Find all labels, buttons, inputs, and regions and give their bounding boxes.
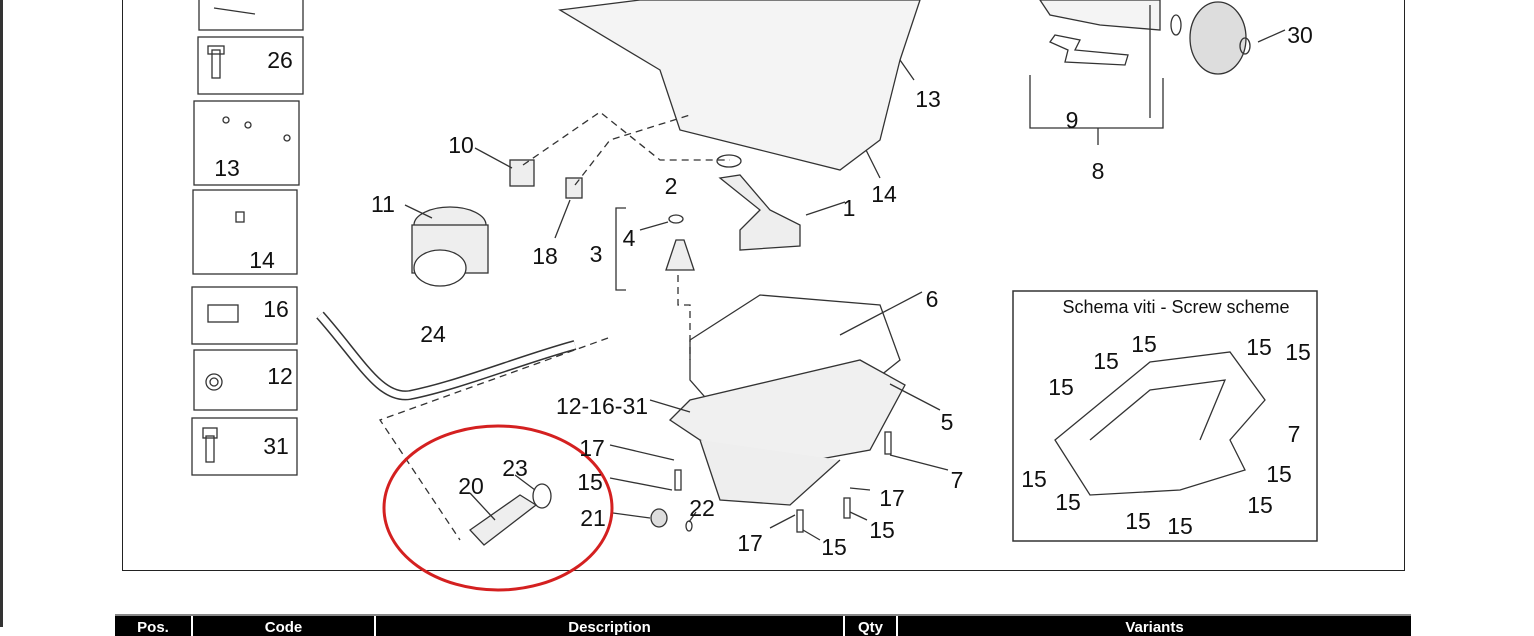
col-variants: Variants [1125,619,1184,636]
callout-30: 30 [1287,22,1313,48]
callout-17: 17 [737,530,763,556]
col-pos: Pos. [115,616,193,636]
callout-17: 17 [579,435,605,461]
col-code: Code [193,616,376,636]
callout-14: 14 [249,247,275,273]
callout-14: 14 [871,181,897,207]
highlight-circle [382,424,614,592]
callout-31: 31 [263,433,289,459]
callout-15: 15 [869,517,895,543]
scheme-callout-15: 15 [1266,461,1292,487]
screw-scheme-labels: 15 15 15 15 15 7 15 15 15 15 15 15 [1021,331,1311,539]
scheme-callout-15: 15 [1131,331,1157,357]
callout-6: 6 [926,286,939,312]
callout-15: 15 [577,469,603,495]
screw-scheme-title: Schema viti - Screw scheme [1062,297,1289,317]
callout-8: 8 [1092,158,1105,184]
scheme-callout-15: 15 [1093,348,1119,374]
callout-20: 20 [458,473,484,499]
callout-24: 24 [420,321,446,347]
scheme-callout-15: 15 [1048,374,1074,400]
scheme-callout-15: 15 [1167,513,1193,539]
callout-11: 11 [371,191,395,217]
diagram-artwork [191,0,1318,546]
callout-7: 7 [951,467,964,493]
diagram-frame [122,0,1405,571]
callout-16: 16 [263,296,289,322]
scheme-callout-15: 15 [1125,508,1151,534]
scheme-callout-15: 15 [1055,489,1081,515]
col-qty: Qty [845,616,898,636]
callout-18: 18 [532,243,558,269]
callout-10: 10 [448,132,474,158]
callout-9: 9 [1066,107,1079,133]
scheme-callout-15: 15 [1246,334,1272,360]
callout-5: 5 [941,409,954,435]
scheme-callout-15: 15 [1285,339,1311,365]
callout-3: 3 [590,241,603,267]
callout-1: 1 [843,195,856,221]
scheme-callout-15: 15 [1247,492,1273,518]
callout-13: 13 [214,155,240,181]
scheme-callout-7: 7 [1288,421,1301,447]
callout-22: 22 [689,495,715,521]
callout-12-16-31: 12-16-31 [556,393,648,419]
callout-21: 21 [580,505,606,531]
col-description: Description [376,616,845,636]
callout-15: 15 [821,534,847,560]
callout-23: 23 [502,455,528,481]
callout-13: 13 [915,86,941,112]
parts-table-header: Pos. Code Description Qty Variants [115,614,1411,636]
callout-2: 2 [665,173,678,199]
scheme-callout-15: 15 [1021,466,1047,492]
callout-12: 12 [267,363,293,389]
window-edge [0,0,3,627]
callout-17: 17 [879,485,905,511]
callout-4: 4 [623,225,636,251]
callout-26: 26 [267,47,293,73]
